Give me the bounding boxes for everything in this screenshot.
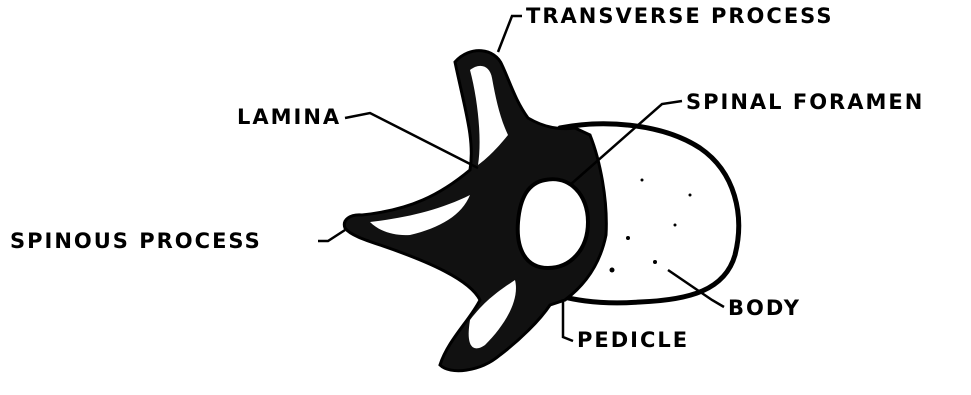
label-pedicle: PEDICLE	[577, 330, 689, 351]
label-lamina: LAMINA	[237, 107, 341, 128]
label-spinal-foramen: SPINAL FORAMEN	[686, 92, 924, 113]
leader-pedicle	[563, 302, 573, 341]
label-transverse-process: TRANSVERSE PROCESS	[526, 6, 833, 27]
leader-lamina	[345, 113, 478, 168]
label-body: BODY	[728, 298, 801, 319]
label-spinous-process: SPINOUS PROCESS	[10, 231, 262, 252]
leader-spinous-process	[318, 230, 345, 241]
spinal-foramen-opening	[518, 179, 588, 268]
leader-transverse-process	[498, 16, 522, 52]
